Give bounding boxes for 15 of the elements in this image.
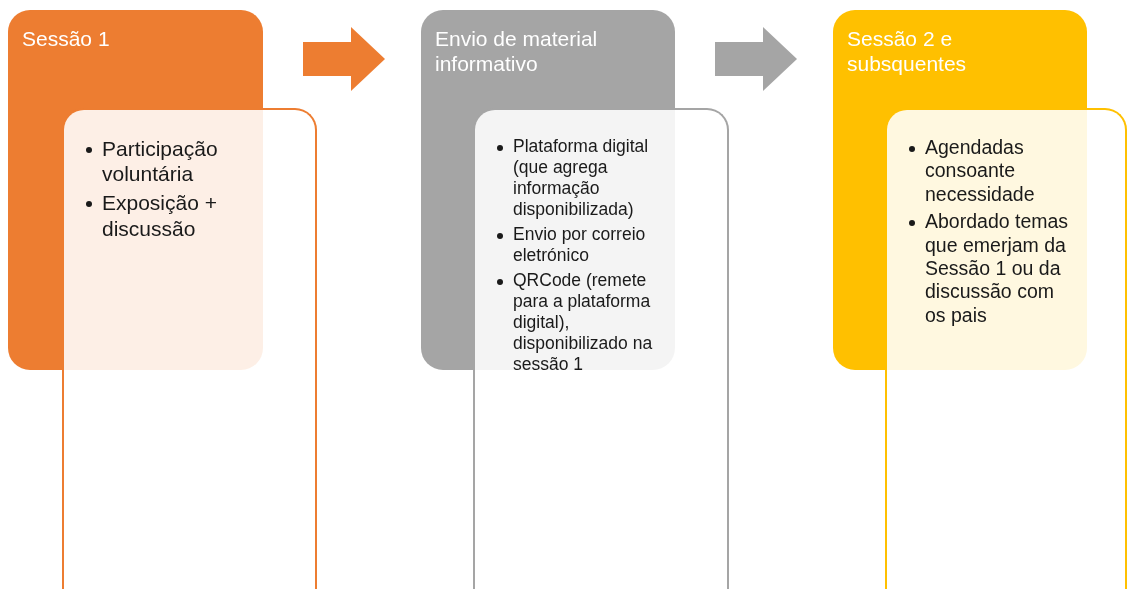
step-detail-box xyxy=(62,108,317,370)
block-arrow xyxy=(303,27,385,91)
step-detail-box xyxy=(885,108,1127,370)
bullet-item: Participação voluntária xyxy=(102,137,218,186)
block-arrow xyxy=(715,27,797,91)
step-detail-box xyxy=(473,108,729,370)
bullet-item: Envio por correio eletrónico xyxy=(513,224,646,265)
step-title: Sessão 1 xyxy=(22,26,111,52)
step-title: Sessão 2 e subsquentes xyxy=(847,26,968,77)
bullet-item: Plataforma digital (que agrega informação disponibilizada) xyxy=(513,136,649,219)
bullet-item: Exposição + discussão xyxy=(102,191,217,240)
step-title: Envio de material informativo xyxy=(435,26,599,77)
bullet-item: QRCode (remete para a plataforma digital), disponibilizado na sessão 1 xyxy=(513,270,653,374)
bullet-item: Agendadas consoante necessidade xyxy=(925,136,1035,205)
bullet-item: Abordado temas que emerjam da Sessão 1 ou da discussão com os pais xyxy=(925,210,1069,326)
